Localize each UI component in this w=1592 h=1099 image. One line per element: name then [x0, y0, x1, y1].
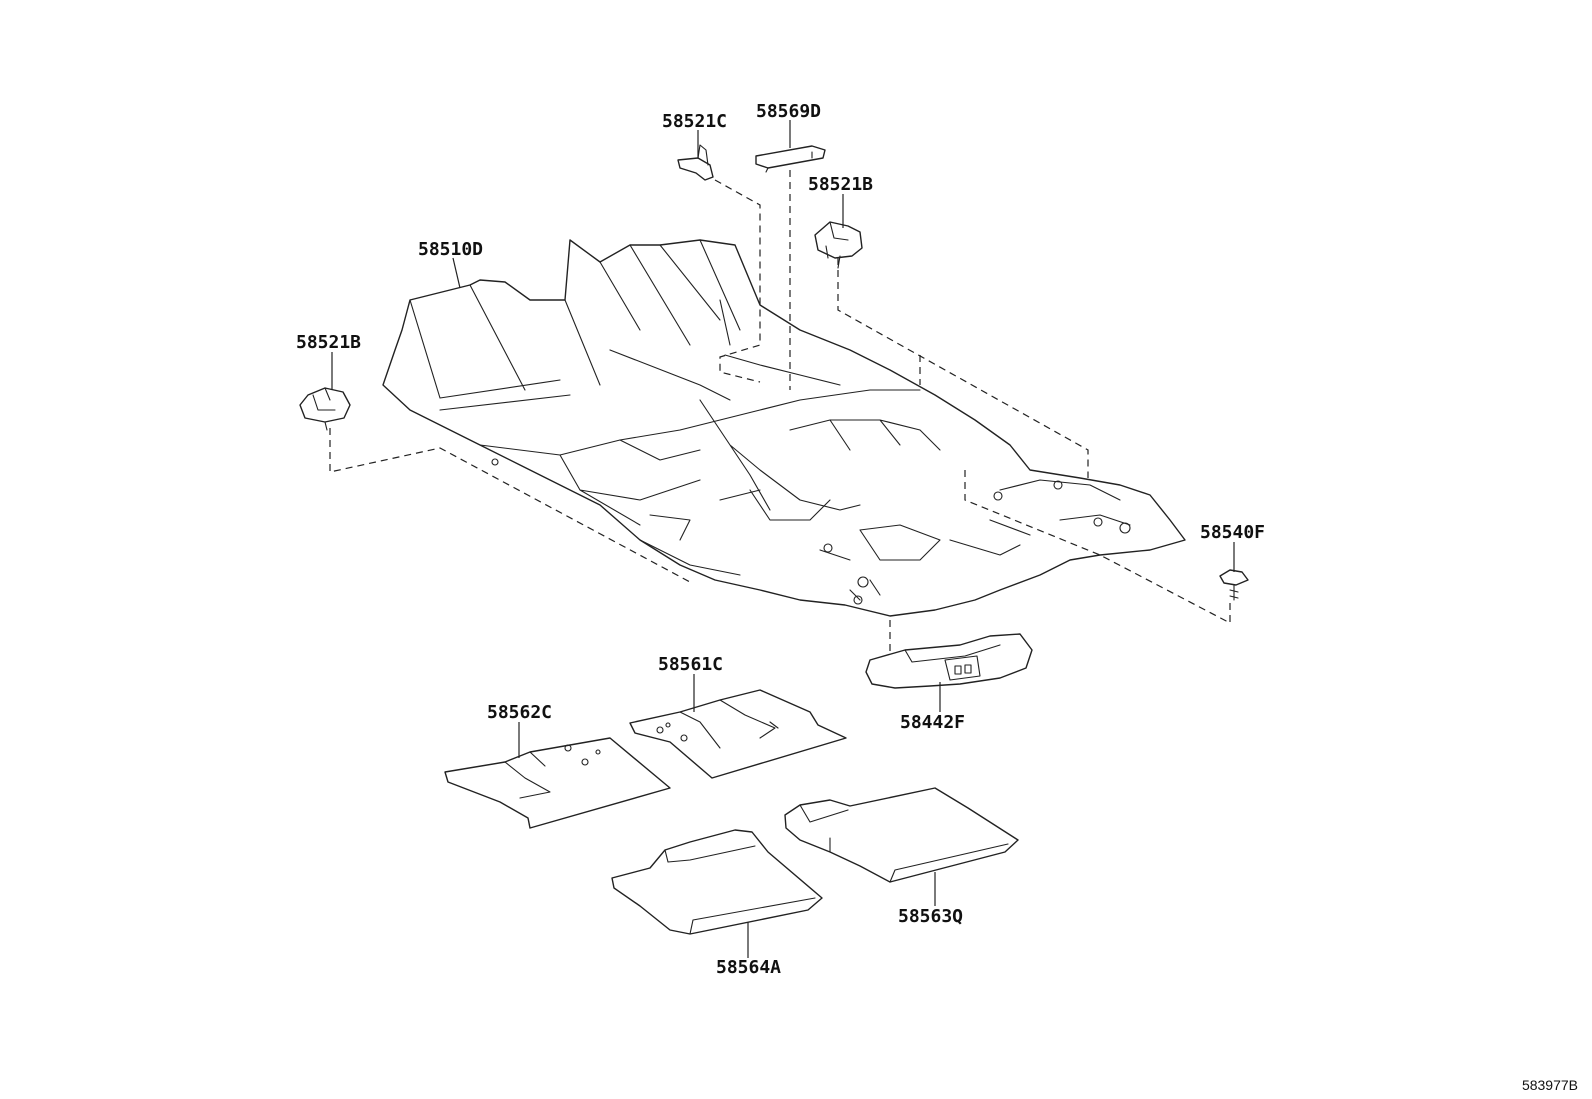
- floor-carpet-drawing: [382, 239, 1186, 617]
- mat-58563q-drawing: [784, 787, 1019, 883]
- part-label-58540f: 58540F: [1200, 522, 1265, 543]
- clip-58540f-drawing: [1219, 569, 1249, 601]
- part-label-58521b-right: 58521B: [808, 174, 873, 195]
- panel-58442f-drawing: [865, 633, 1033, 689]
- part-label-58442f: 58442F: [900, 712, 965, 733]
- leader-lines: [331, 120, 1235, 958]
- clip-58521c-drawing: [677, 144, 714, 181]
- part-label-58564a: 58564A: [716, 957, 781, 978]
- part-label-58561c: 58561C: [658, 654, 723, 675]
- part-label-58521c: 58521C: [662, 111, 727, 132]
- mat-58561c-drawing: [629, 689, 847, 779]
- part-label-58563q: 58563Q: [898, 906, 963, 927]
- assembly-guide-lines: [329, 170, 1231, 655]
- part-label-58521b-left: 58521B: [296, 332, 361, 353]
- mat-58562c-drawing: [444, 737, 671, 829]
- mat-58564a-drawing: [611, 829, 823, 935]
- plate-58569d-drawing: [755, 145, 826, 173]
- clip-58521b-left-drawing: [299, 387, 351, 431]
- part-label-58569d: 58569D: [756, 101, 821, 122]
- reference-code: 583977B: [1522, 1077, 1578, 1093]
- clip-58521b-right-drawing: [814, 221, 863, 269]
- part-label-58562c: 58562C: [487, 702, 552, 723]
- part-label-58510d: 58510D: [418, 239, 483, 260]
